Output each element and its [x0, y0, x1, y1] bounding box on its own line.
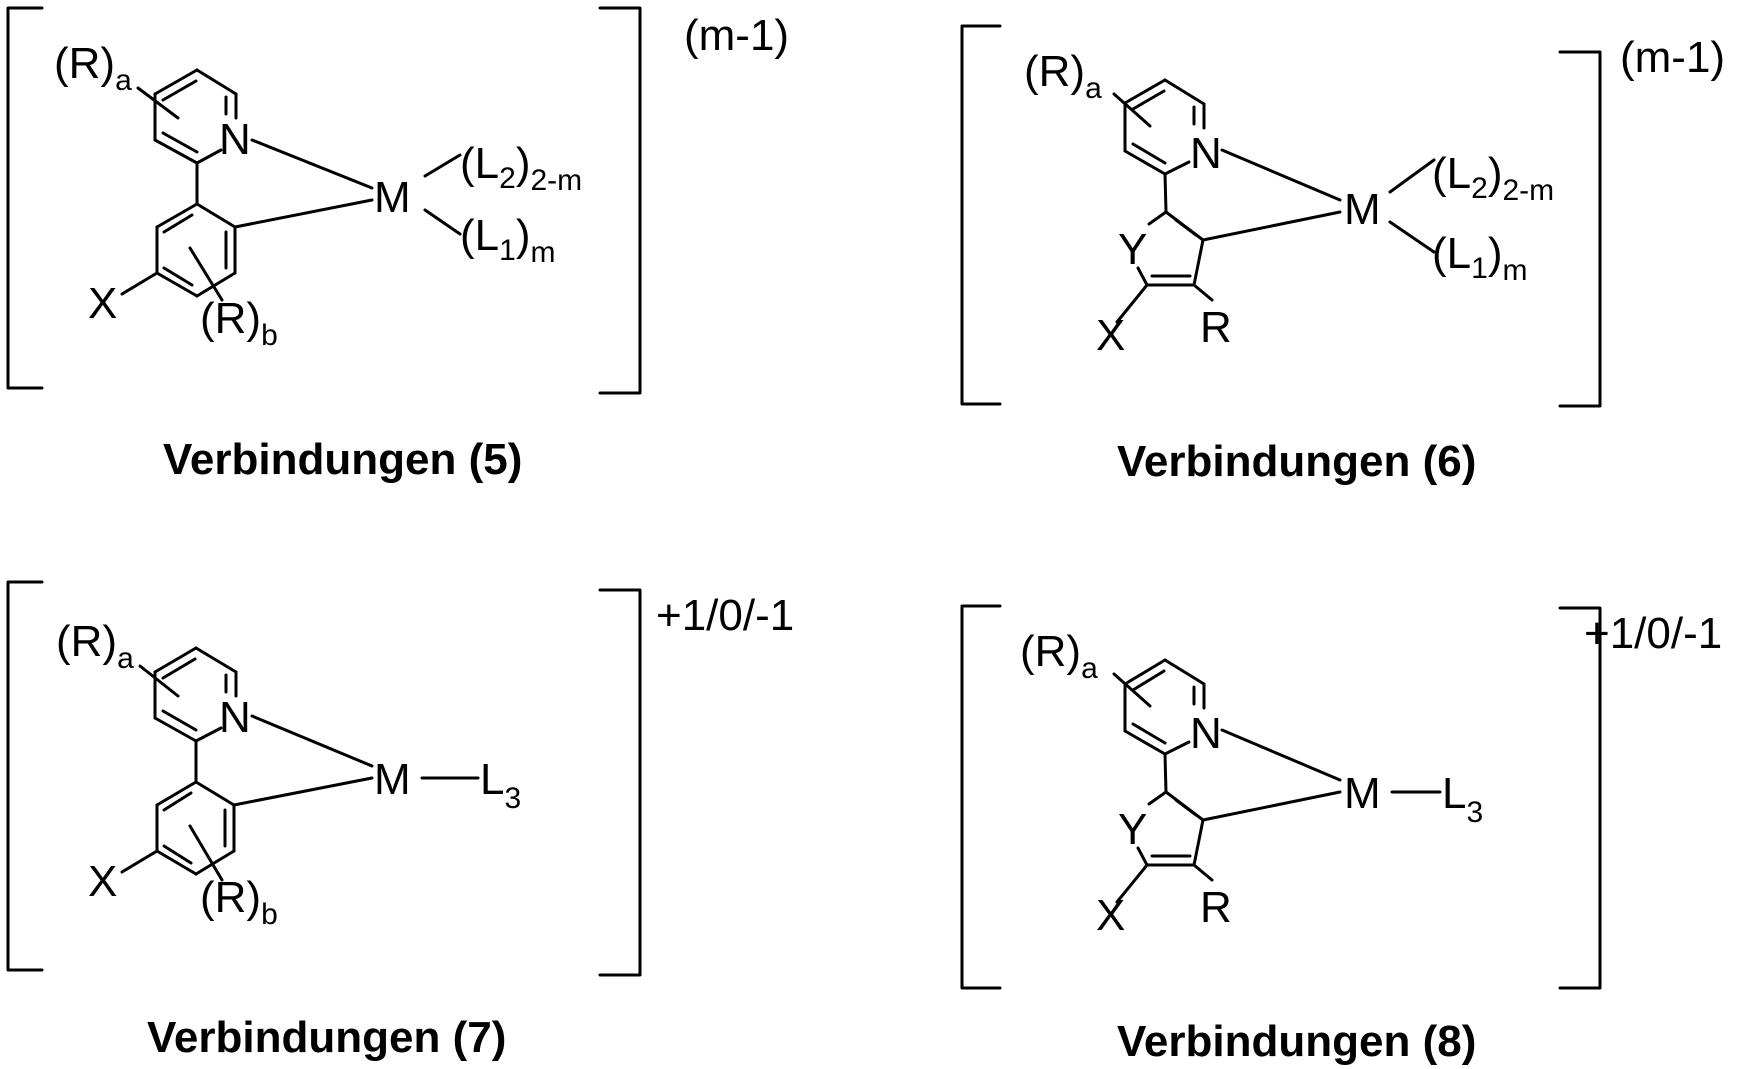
n-m-bond — [1222, 730, 1340, 780]
x-bond — [122, 273, 157, 294]
caption: Verbindungen (8) — [1117, 1017, 1476, 1066]
l1-ligand-label: (L1)m — [460, 211, 555, 269]
bracket-left — [8, 582, 42, 970]
compound-8: +1/0/-1 — [962, 606, 1722, 1066]
bracket-right — [1560, 52, 1600, 406]
c-m-bond — [234, 778, 372, 805]
m-l2-bond — [1390, 160, 1434, 192]
charge-label: +1/0/-1 — [1584, 609, 1722, 658]
r-a-label: (R)a — [56, 617, 134, 675]
y-heteroatom-label: Y — [1118, 225, 1147, 274]
charge-label: (m-1) — [1620, 33, 1725, 82]
l3-ligand-label: L3 — [1442, 769, 1483, 829]
five-membered-ring — [1138, 792, 1203, 865]
m-atom-label: M — [1344, 769, 1381, 818]
r-bond — [1194, 285, 1212, 300]
r-bond — [1194, 865, 1212, 880]
l3-ligand-label: L3 — [480, 755, 521, 815]
l2-ligand-label: (L2)2-m — [460, 139, 582, 197]
c-m-bond — [235, 200, 372, 227]
m-atom-label: M — [1344, 185, 1381, 234]
n-m-bond — [252, 140, 372, 188]
bracket-left — [8, 8, 42, 388]
charge-label: +1/0/-1 — [656, 591, 794, 640]
aryl-bond — [1165, 754, 1166, 792]
m-l1-bond — [425, 210, 460, 234]
bracket-right — [1560, 608, 1600, 988]
compound-6: (m-1) — [962, 26, 1725, 486]
m-atom-label: M — [374, 755, 411, 804]
x-bond — [122, 851, 157, 872]
r-a-label: (R)a — [54, 39, 132, 97]
r-a-label: (R)a — [1024, 47, 1102, 105]
caption: Verbindungen (5) — [163, 435, 522, 484]
r-a-label: (R)a — [1020, 627, 1098, 685]
caption: Verbindungen (7) — [147, 1013, 506, 1062]
phenyl-ring — [157, 782, 234, 874]
caption: Verbindungen (6) — [1117, 437, 1476, 486]
x-substituent-label: X — [88, 857, 117, 906]
phenyl-ring — [157, 204, 235, 296]
x-substituent-label: X — [1096, 311, 1125, 360]
bracket-right — [600, 8, 640, 393]
r-b-label: (R)b — [200, 873, 278, 931]
five-membered-ring — [1138, 212, 1203, 285]
m-l2-bond — [425, 155, 460, 176]
n-atom-label: N — [219, 693, 251, 742]
m-atom-label: M — [374, 173, 411, 222]
n-m-bond — [1222, 150, 1340, 200]
m-l1-bond — [1390, 222, 1434, 252]
bracket-left — [962, 606, 1000, 988]
x-substituent-label: X — [1096, 891, 1125, 940]
bracket-right — [600, 590, 640, 975]
n-atom-label: N — [1190, 129, 1222, 178]
compound-7: +1/0/-1 — [8, 582, 794, 1062]
compound-5: (m-1) — [8, 8, 789, 484]
c-m-bond — [1203, 792, 1340, 820]
x-substituent-label: X — [88, 279, 117, 328]
l2-ligand-label: (L2)2-m — [1432, 149, 1554, 207]
l1-ligand-label: (L1)m — [1432, 229, 1527, 287]
r-b-label: (R)b — [200, 294, 278, 352]
r-substituent-label: R — [1200, 883, 1232, 932]
charge-label: (m-1) — [684, 11, 789, 60]
c-m-bond — [1203, 212, 1340, 240]
bracket-left — [962, 26, 1000, 404]
n-atom-label: N — [219, 115, 251, 164]
n-m-bond — [252, 716, 372, 766]
n-atom-label: N — [1190, 709, 1222, 758]
aryl-bond — [1165, 174, 1166, 212]
y-heteroatom-label: Y — [1118, 805, 1147, 854]
r-substituent-label: R — [1200, 303, 1232, 352]
